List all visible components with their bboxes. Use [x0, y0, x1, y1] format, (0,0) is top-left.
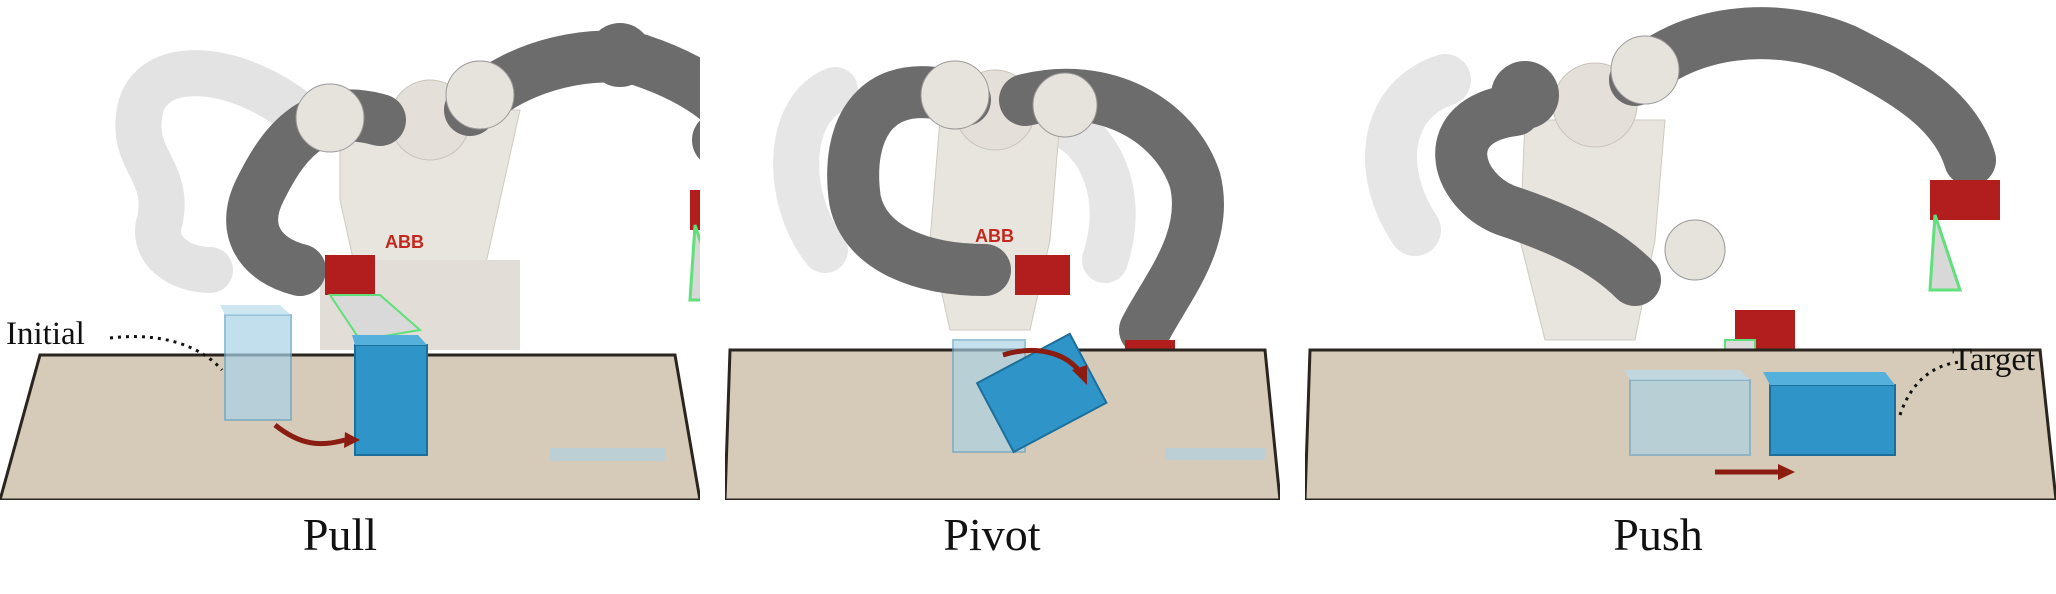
annotation-initial: Initial	[6, 316, 85, 352]
target-leader	[1898, 360, 1961, 416]
ghost-arm	[1365, 54, 1471, 256]
initial-leader	[109, 335, 224, 371]
panel-pivot: ABB	[725, 0, 1280, 500]
caption-pivot: Pivot	[943, 509, 1041, 560]
abb-logo: ABB	[385, 232, 424, 252]
initial-box	[1623, 370, 1751, 456]
table	[0, 353, 700, 500]
caption-pull: Pull	[302, 509, 378, 560]
ghost-arm	[115, 50, 323, 293]
pulled-box	[352, 335, 428, 456]
pull-arrow	[273, 423, 346, 447]
pivot-arrow	[1002, 347, 1082, 374]
left-arm	[226, 83, 423, 342]
push-scene	[1305, 7, 2056, 500]
annotation-target: Target	[1952, 342, 2036, 378]
pivot-scene: ABB	[725, 60, 1280, 500]
panel-pull: ABB	[0, 0, 700, 500]
target-marker	[1165, 448, 1265, 460]
right-arm	[1609, 7, 2000, 292]
pull-scene: ABB	[0, 23, 700, 500]
pushed-box	[1763, 372, 1896, 456]
abb-logo: ABB	[975, 226, 1014, 246]
caption-push: Push	[1613, 509, 1703, 560]
left-arm	[827, 60, 1070, 296]
right-arm	[444, 23, 700, 302]
panel-push	[1305, 0, 2056, 500]
initial-box	[220, 305, 292, 421]
target-marker	[550, 448, 665, 461]
